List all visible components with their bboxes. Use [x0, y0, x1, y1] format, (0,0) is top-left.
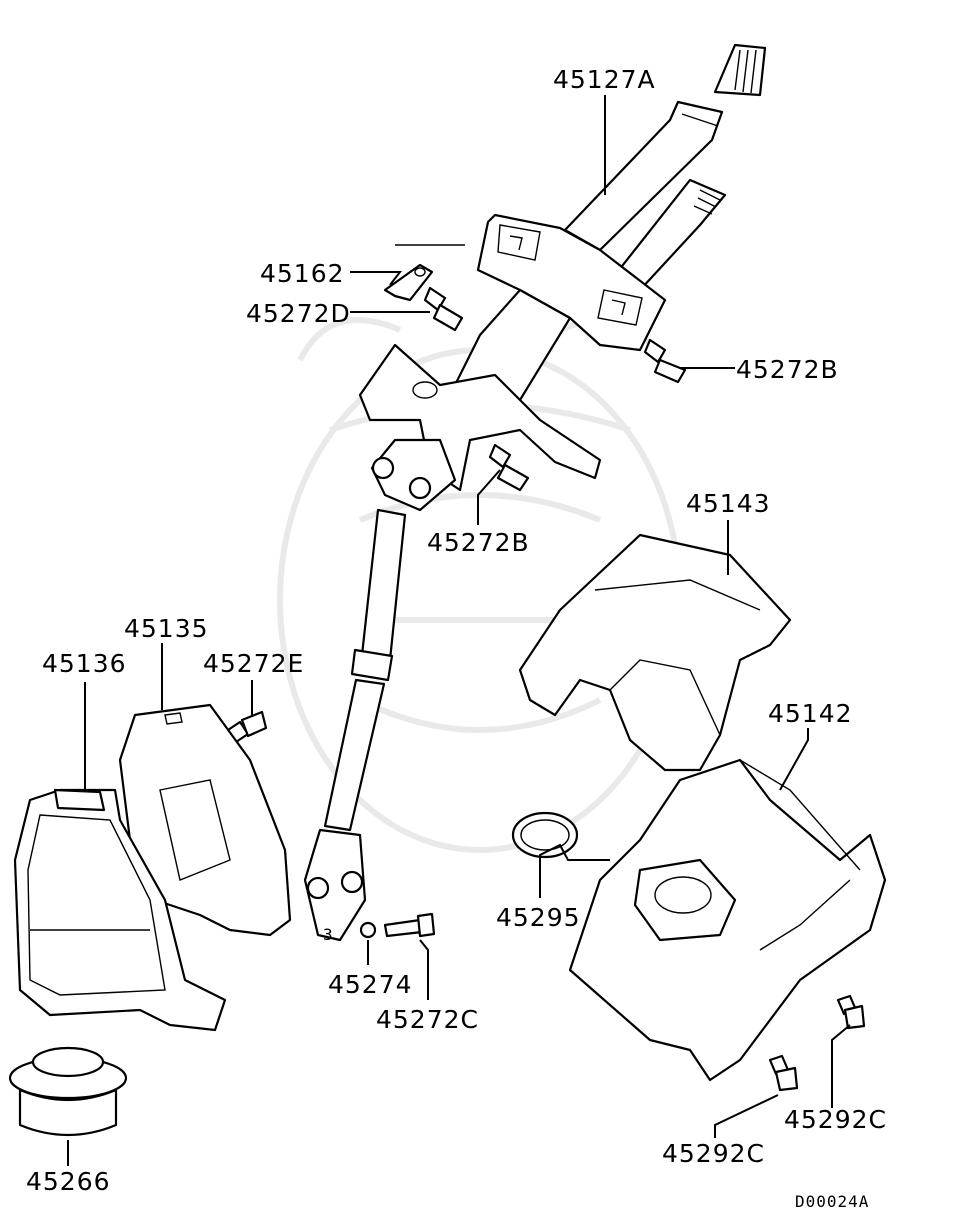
- callout-labels: 45127A 45162 45272D 45272B 45272B 45143 …: [26, 65, 887, 1210]
- callout-45292c-right: 45292C: [784, 1105, 887, 1134]
- part-45135-panel: [118, 703, 292, 937]
- part-45142-lower-cover: [568, 758, 887, 1082]
- part-45295-ring: [511, 811, 579, 859]
- leader-lines: [67, 95, 851, 1166]
- callout-45272d: 45272D: [246, 299, 351, 328]
- callout-45274: 45274: [328, 970, 413, 999]
- callout-45292c-bottom: 45292C: [662, 1139, 765, 1168]
- steering-column: [358, 43, 767, 492]
- callout-45142: 45142: [768, 699, 853, 728]
- callout-45272c: 45272C: [376, 1005, 479, 1034]
- callout-45295: 45295: [496, 903, 581, 932]
- callout-45272b-mid: 45272B: [427, 528, 530, 557]
- intermediate-shaft: 3: [303, 438, 457, 944]
- callout-45136: 45136: [42, 649, 127, 678]
- callout-45135: 45135: [124, 614, 209, 643]
- part-45143-upper-cover: [518, 533, 792, 772]
- callout-45162: 45162: [260, 259, 345, 288]
- part-45136-boot: [13, 788, 227, 1032]
- callout-45266: 45266: [26, 1167, 111, 1196]
- part-45266-cap: [8, 1046, 128, 1137]
- diagram-code: D00024A: [795, 1192, 869, 1210]
- callout-45143: 45143: [686, 489, 771, 518]
- svg-text:3: 3: [323, 925, 334, 944]
- callout-45127a: 45127A: [553, 65, 656, 94]
- callout-45272e: 45272E: [203, 649, 304, 678]
- callout-45272b-top: 45272B: [736, 355, 839, 384]
